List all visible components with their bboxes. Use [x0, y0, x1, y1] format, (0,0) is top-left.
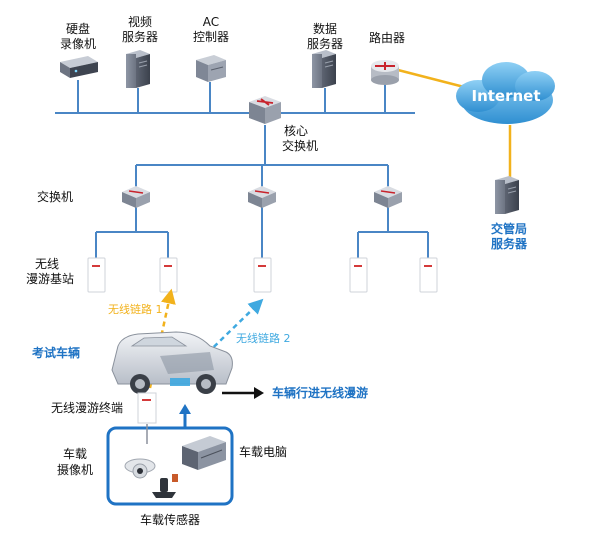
- hdd-recorder-label-2: 录像机: [60, 37, 96, 51]
- roaming-caption: 车辆行进无线漫游: [272, 385, 368, 400]
- traffic-server-icon: [495, 176, 519, 214]
- computer-label: 车载电脑: [239, 444, 287, 459]
- vehicle-equipment-box: [106, 426, 234, 506]
- switch-icon-3: [374, 186, 402, 208]
- roaming-terminal-icon: [137, 392, 157, 424]
- core-switch-label-2: 交换机: [282, 138, 318, 153]
- roaming-terminal-label: 无线漫游终端: [51, 400, 123, 415]
- sensor-label: 车载传感器: [140, 512, 200, 527]
- roaming-arrow: [222, 387, 264, 399]
- vehicle-uplink-arrow: [179, 404, 191, 428]
- ap-icon-5: [419, 257, 438, 293]
- video-server-icon: [126, 50, 150, 88]
- data-server-label-1: 数据: [313, 21, 337, 36]
- camera-label-2: 摄像机: [57, 462, 93, 477]
- hdd-recorder-icon: [60, 56, 98, 78]
- access-points: [87, 257, 438, 293]
- router-icon: [371, 60, 399, 85]
- ac-controller-label-2: 控制器: [193, 30, 229, 44]
- video-server-label-2: 服务器: [122, 29, 158, 44]
- ac-controller-label-1: AC: [203, 15, 219, 29]
- camera-label-1: 车载: [63, 446, 87, 461]
- router-label: 路由器: [369, 30, 405, 45]
- wireless-link-2-label: 无线链路 2: [236, 331, 291, 345]
- wireless-link-1-label: 无线链路 1: [108, 302, 163, 316]
- ac-controller-icon: [196, 55, 226, 82]
- internet-cloud-icon: [456, 62, 555, 124]
- wireless-link-2-line: [187, 298, 264, 373]
- data-server-icon: [312, 50, 336, 88]
- ap-icon-2: [159, 257, 178, 293]
- internet-links: [397, 68, 512, 178]
- internet-label: Internet: [471, 87, 540, 105]
- traffic-server-label-2: 服务器: [491, 236, 528, 251]
- core-switch-icon: [249, 96, 281, 124]
- exam-vehicle-label: 考试车辆: [32, 345, 80, 360]
- hdd-recorder-label-1: 硬盘: [66, 21, 90, 36]
- ap-icon-1: [87, 257, 106, 293]
- car-icon: [111, 331, 233, 394]
- network-lines: [55, 80, 429, 258]
- switch-icon-2: [248, 186, 276, 208]
- switch-label: 交换机: [37, 189, 73, 204]
- ap-icon-3: [253, 257, 272, 293]
- ap-icon-4: [349, 257, 368, 293]
- switch-icon-1: [122, 186, 150, 208]
- computer-icon: [182, 436, 226, 470]
- traffic-server-label-1: 交管局: [491, 221, 527, 236]
- data-server-label-2: 服务器: [307, 36, 343, 51]
- camera-icon: [124, 458, 156, 479]
- core-switch-label-1: 核心: [284, 124, 308, 138]
- video-server-label-1: 视频: [128, 14, 152, 29]
- base-station-label-2: 漫游基站: [26, 272, 74, 286]
- sensor-icon: [152, 474, 178, 498]
- base-station-label-1: 无线: [35, 257, 59, 271]
